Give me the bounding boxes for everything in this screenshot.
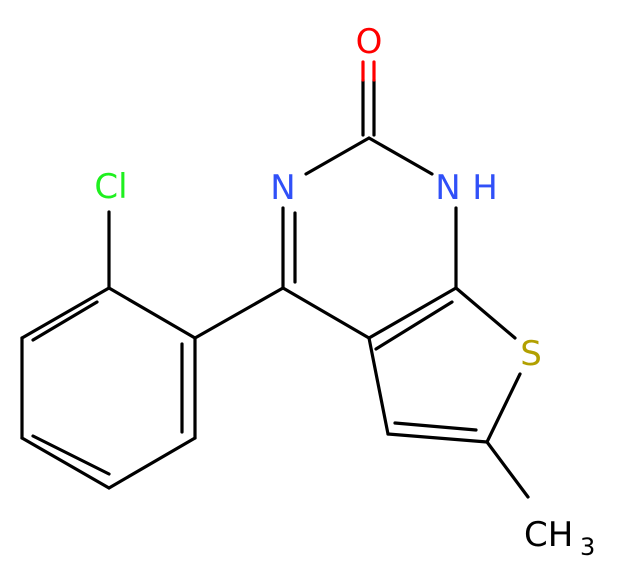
bond-c4-phenyl (193, 286, 285, 340)
methyl-subscript: 3 (580, 533, 595, 561)
sulfur-label: S (520, 334, 542, 374)
bond-ph-4-5 (20, 436, 111, 490)
chlorine-label: Cl (94, 167, 127, 207)
bond-c2-n1 (367, 136, 434, 176)
nitrogen-label-n1: N (435, 168, 460, 208)
bonds (20, 78, 530, 499)
hydrogen-label-n1: H (472, 168, 498, 208)
bond-ph-2-3-inner (31, 300, 99, 342)
bond-c4a-c7a-b (374, 300, 454, 351)
bond-c5-c4a (367, 336, 390, 436)
bond-c7a-s (454, 286, 517, 340)
bond-c6-c5-b (393, 421, 478, 432)
bond-s-c6 (485, 372, 522, 444)
bond-c4-c4a (281, 286, 371, 340)
bond-ph-5-6 (107, 436, 197, 490)
bond-c6-methyl (485, 440, 530, 499)
bond-ph-2-3 (20, 286, 111, 340)
methyl-label: CH (524, 515, 573, 555)
bond-c6-c5-a (386, 432, 489, 444)
oxygen-label: O (356, 22, 383, 62)
bond-ph-4-5-inner (31, 434, 111, 476)
bond-c4a-c7a-a (367, 286, 458, 340)
bond-c2-n3 (304, 136, 371, 176)
nitrogen-label-n3: N (270, 168, 295, 208)
colored-bond-segments (361, 60, 376, 82)
bond-ph-1-2 (107, 286, 197, 340)
